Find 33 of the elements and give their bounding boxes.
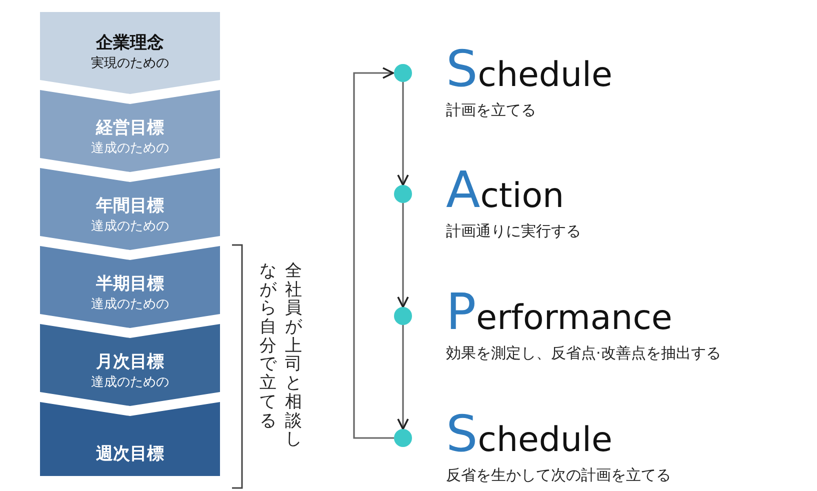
chevron-band: [40, 90, 220, 172]
band-subheading: 達成のための: [91, 140, 169, 157]
step-title: Performance: [446, 287, 672, 337]
band-heading: 半期目標: [95, 273, 165, 295]
node-dot: [394, 429, 412, 447]
arrow: [353, 67, 394, 439]
step-description: 計画通りに実行する: [446, 222, 581, 241]
node-dot: [394, 307, 412, 325]
chevron-band: [40, 12, 220, 94]
step-title: Schedule: [446, 44, 612, 94]
step-description: 効果を測定し、反省点·改善点を抽出する: [446, 344, 721, 363]
vertical-note: 全社員が上司と相談しながら自分で立てる: [258, 262, 302, 449]
arrow: [397, 203, 409, 308]
step-title: Action: [446, 165, 564, 215]
chevron-band: [40, 324, 220, 406]
step-description: 反省を生かして次の計画を立てる: [446, 466, 671, 485]
band-heading: 企業理念: [94, 32, 165, 54]
band-heading: 経営目標: [94, 117, 165, 139]
chevron-band: [40, 246, 220, 328]
band-heading: 週次目標: [95, 443, 165, 465]
band-subheading: 達成のための: [91, 296, 169, 313]
arrow: [397, 82, 409, 186]
node-dot: [394, 64, 412, 82]
band-heading: 年間目標: [94, 195, 165, 217]
band-subheading: 実現のための: [91, 55, 169, 72]
step-title: Schedule: [446, 409, 612, 459]
step-description: 計画を立てる: [446, 101, 536, 120]
arrow: [397, 325, 409, 430]
chevron-band: [40, 168, 220, 250]
node-dot: [394, 185, 412, 203]
band-subheading: 達成のための: [91, 218, 169, 235]
band-subheading: 達成のための: [91, 374, 169, 391]
band-heading: 月次目標: [95, 351, 165, 373]
